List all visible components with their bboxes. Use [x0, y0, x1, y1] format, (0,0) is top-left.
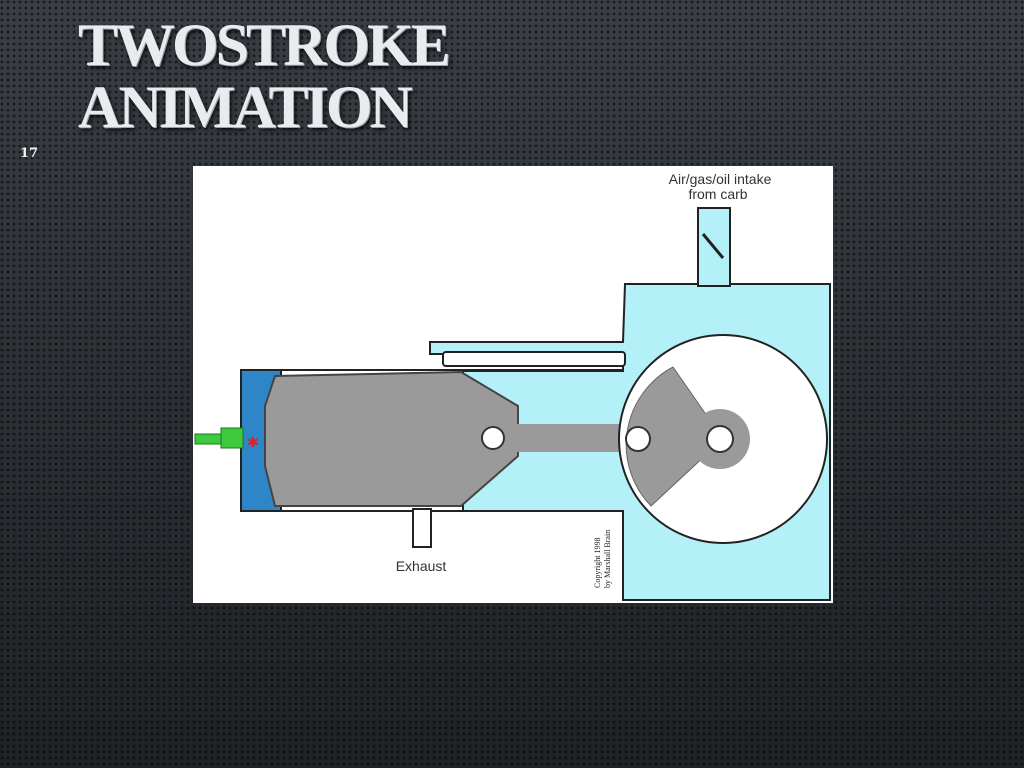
- title-line-2: ANIMATION: [78, 74, 413, 140]
- slide-title: TWOSTROKE ANIMATION: [78, 12, 451, 140]
- title-line-1: TWOSTROKE: [78, 12, 451, 78]
- copyright-line-1: Copyright 1998: [593, 538, 602, 588]
- crank-counterweight: [625, 366, 724, 507]
- spark-icon: ✱: [247, 435, 259, 451]
- piston: [264, 370, 519, 507]
- intake-label: Air/gas/oil intake: [669, 171, 772, 187]
- crank-pin: [625, 426, 651, 452]
- reed-valve: [701, 233, 725, 259]
- transfer-port: [442, 351, 626, 367]
- engine-svg: ✱ Air/gas/oil intake from carb Exhaust C…: [194, 171, 831, 601]
- wrist-pin: [481, 426, 505, 450]
- exhaust-port: [412, 508, 432, 548]
- slide-number: 17: [20, 146, 39, 161]
- copyright: Copyright 1998 by Marshall Brain: [593, 530, 612, 588]
- exhaust-label: Exhaust: [396, 558, 447, 574]
- two-stroke-engine-diagram: ✱ Air/gas/oil intake from carb Exhaust C…: [193, 166, 833, 603]
- intake-label-2: from carb: [688, 186, 747, 202]
- copyright-line-2: by Marshall Brain: [603, 530, 612, 588]
- crankshaft: [706, 425, 734, 453]
